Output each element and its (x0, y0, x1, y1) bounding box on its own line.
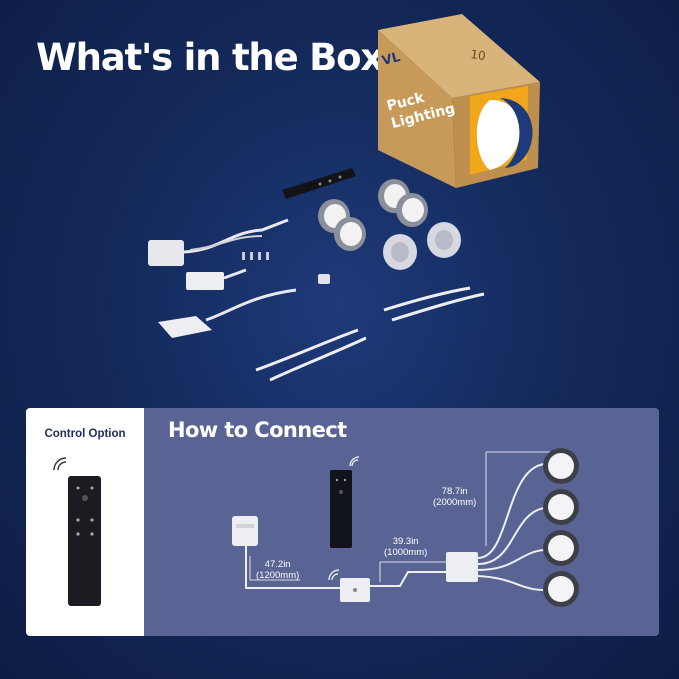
remote-control-icon (282, 168, 356, 199)
long-cable-length: 78.7in (2000mm) (433, 486, 476, 508)
adhesive-pad-icon (383, 222, 461, 270)
long-cable-length-in: 78.7in (441, 486, 468, 497)
controller-box-icon (310, 571, 448, 602)
wireless-signal-icon (349, 456, 360, 467)
clips-icon (318, 274, 330, 284)
wireless-signal-icon (328, 569, 340, 581)
controller-box-icon (186, 268, 247, 290)
long-cable-length-mm: (2000mm) (433, 497, 477, 508)
puck-light-icon (318, 179, 428, 251)
power-adapter-icon (232, 516, 310, 589)
mid-cable-length-mm: (1000mm) (384, 547, 428, 558)
splitter-icon (446, 463, 545, 591)
power-cable-length: 47.2in (1200mm) (256, 559, 299, 581)
mid-cable-length-in: 39.3in (392, 536, 419, 547)
power-adapter-icon (148, 218, 289, 266)
wireless-signal-icon (53, 457, 67, 471)
remote-control-icon (330, 470, 352, 548)
screws-icon (242, 252, 269, 260)
splitter-icon (158, 288, 297, 338)
power-cable-length-in: 47.2in (264, 559, 291, 570)
page-title: What's in the Box (36, 36, 384, 79)
remote-control-icon (68, 476, 101, 606)
control-option-title: Control Option (44, 428, 126, 440)
cables-icon (255, 286, 485, 382)
svg-text:10: 10 (470, 47, 487, 63)
mid-cable-length: 39.3in (1000mm) (384, 536, 427, 558)
power-cable-length-mm: (1200mm) (256, 570, 300, 581)
puck-light-icon (543, 448, 579, 607)
how-to-connect-title: How to Connect (168, 418, 347, 442)
